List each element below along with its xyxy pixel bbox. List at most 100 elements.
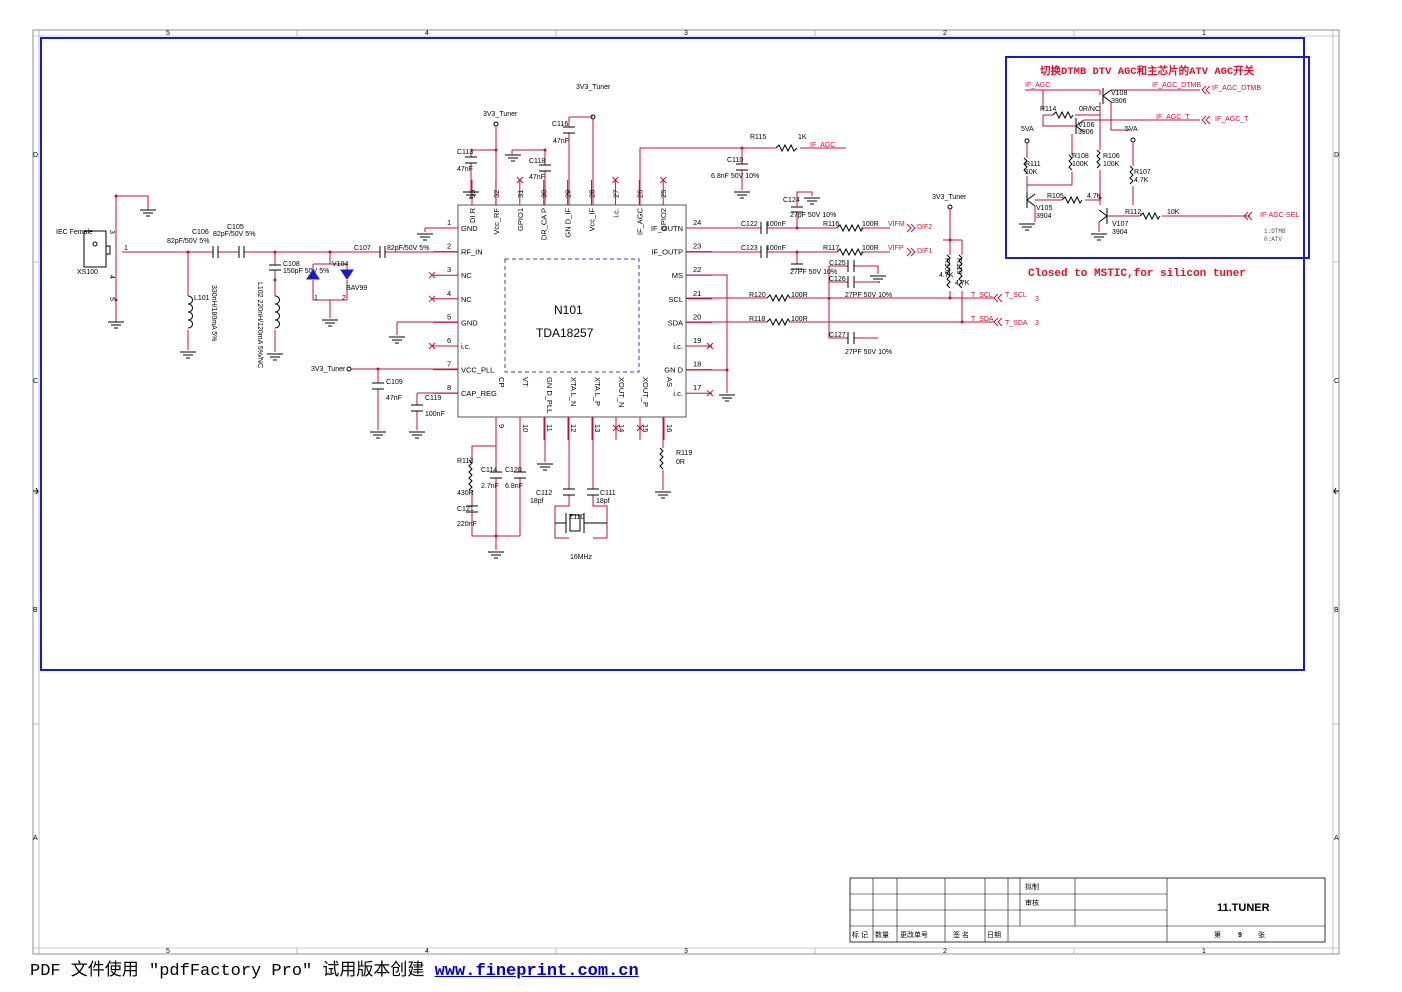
l101-value: 330nH/180mA 5%: [210, 285, 217, 341]
r119-ref: R119: [676, 450, 692, 457]
c113-ref: C113: [457, 149, 473, 156]
pin-name-24: IF_OUTN: [651, 224, 683, 233]
svg-text:1: 1: [314, 295, 318, 302]
r117-ref: R117: [823, 245, 839, 252]
svg-text:2: 2: [342, 295, 346, 302]
pin-name-1: GND: [461, 224, 478, 233]
r120-ref: R120: [749, 292, 766, 299]
vtuner-label-4: 3V3_Tuner: [311, 366, 346, 373]
v105-ref: V105: [1036, 205, 1052, 212]
c106-ref: C106: [192, 229, 209, 236]
pin-number-33: 33: [468, 190, 477, 198]
pin-name-5: GND: [461, 318, 478, 327]
c107-ref: C107: [354, 245, 371, 252]
r108-value: 100K: [1072, 161, 1089, 168]
pin-name-10: VT: [521, 377, 530, 387]
nc-mark-19: [706, 342, 714, 350]
agc-ifagc: IF_AGC: [1025, 82, 1050, 89]
ruler-side-c: C: [33, 378, 38, 385]
l102-value: L102 220nH/120mA 5%/NC: [256, 282, 263, 368]
bav99-label: BAV99: [346, 285, 367, 292]
vtuner-label-3: 3V3_Tuner: [932, 194, 967, 201]
pin-number-8: 8: [447, 383, 451, 392]
c126-ref: C126: [829, 276, 846, 283]
c106-value: 82pF/50V 5%: [167, 238, 209, 245]
nc-mark-31: [516, 176, 524, 184]
c122-ref: C122: [741, 221, 758, 228]
pin-number-9: 9: [497, 424, 506, 428]
c118-value: 47nF: [529, 174, 545, 181]
pin-name-18: GN D: [664, 366, 683, 375]
z110-ref: Z110: [569, 514, 585, 521]
pin-name-17: i.c.: [673, 389, 683, 398]
right-arrow-marker: [1333, 487, 1339, 495]
sheet-border: [32, 29, 1340, 955]
c125-value: 27PF 50V 10%: [790, 269, 837, 276]
frame-ruler: [33, 30, 1339, 954]
c123-ref: C123: [741, 245, 758, 252]
if-output-section: C122 100nF R116 100R VIFM DIF2 C124 27pF…: [686, 191, 1039, 402]
c111-value: 18pf: [596, 498, 610, 505]
iec-label: IEC Female: [56, 229, 93, 236]
pin-name-25: GPIO2: [659, 208, 668, 231]
ruler-top-1: 1: [1202, 30, 1206, 37]
pin-name-33: DI R: [468, 207, 477, 223]
c121-value: 220nF: [457, 521, 477, 528]
r107-ref: R107: [1134, 169, 1151, 176]
diode-a-icon: [306, 269, 320, 280]
ifagc-net: IF_AGC: [810, 142, 835, 149]
tscl-net: T_SCL: [971, 292, 993, 299]
tb-title: 11.TUNER: [1217, 902, 1270, 914]
pin-number-2: 2: [447, 242, 451, 251]
chip-part: TDA18257: [536, 326, 594, 340]
c112-ref: C112: [536, 490, 552, 497]
mstic-note: Closed to MSTIC,for silicon tuner: [1028, 268, 1246, 280]
v107-part: 3904: [1112, 229, 1128, 236]
fineprint-link[interactable]: www.fineprint.com.cn: [434, 962, 639, 981]
xs100-label: XS100: [77, 269, 98, 276]
tb-col-sign: 签 名: [953, 930, 969, 939]
dif2-net: DIF2: [917, 224, 932, 231]
dif1-net: DIF1: [917, 248, 932, 255]
rf-input-section: IEC Female XS100 3 4 5 1 C106 82pF/50V 5…: [56, 194, 458, 368]
agc-switch-circuit: 切换DTMB DTV AGC和主芯片的ATV AGC开关 IF_AGC R114…: [1019, 64, 1299, 243]
pin-name-11: GN D_PLL: [545, 377, 554, 413]
pin-name-16: AS: [665, 377, 674, 387]
c116-value: 47nF: [553, 138, 569, 145]
pin-number-17: 17: [693, 383, 701, 392]
r105-value: 4.7K: [1087, 193, 1102, 200]
left-arrow-marker: [33, 487, 39, 495]
va5-label-1: 5VA: [1021, 126, 1034, 133]
agc-sel-net: IF-AGC-SEL: [1260, 212, 1299, 219]
c126-value: 27PF 50V 10%: [845, 292, 892, 299]
pin-number-25: 25: [659, 190, 668, 198]
r115-value: 1K: [798, 134, 807, 141]
pin-number-15: 15: [641, 424, 650, 432]
tb-col-mark: 标 记: [852, 930, 868, 939]
tb-col-date: 日期: [987, 931, 1001, 939]
c105-ref: C105: [227, 224, 244, 231]
tuner-section-frame: [40, 37, 1305, 671]
c111-ref: C111: [600, 490, 616, 497]
c114-ref: C114: [481, 467, 497, 474]
nc-mark-15: [636, 424, 644, 432]
nc-mark-27: [612, 176, 619, 184]
sel-note-0: 0:ATV: [1264, 236, 1282, 243]
pin-number-16: 16: [665, 424, 674, 432]
pin-number-1: 1: [447, 218, 451, 227]
pin-name-14: XOUT_N: [617, 377, 626, 407]
pin-name-32: Vcc_RF: [492, 208, 501, 235]
pin-name-30: DR_CA P: [540, 208, 549, 240]
c108-value: 150pF 50V 5%: [283, 268, 329, 275]
pin-number-20: 20: [693, 312, 701, 321]
pin-name-7: VCC_PLL: [461, 366, 494, 375]
l101-ref: L101: [194, 295, 210, 302]
c116-ref: C116: [552, 121, 568, 128]
v108-ref: V108: [1111, 90, 1127, 97]
c112-value: 18pf: [530, 498, 544, 505]
pin-name-29: GN D_IF: [564, 208, 573, 238]
c108-ref: C108: [283, 261, 300, 268]
tsda-sheet: 3: [1035, 320, 1039, 327]
